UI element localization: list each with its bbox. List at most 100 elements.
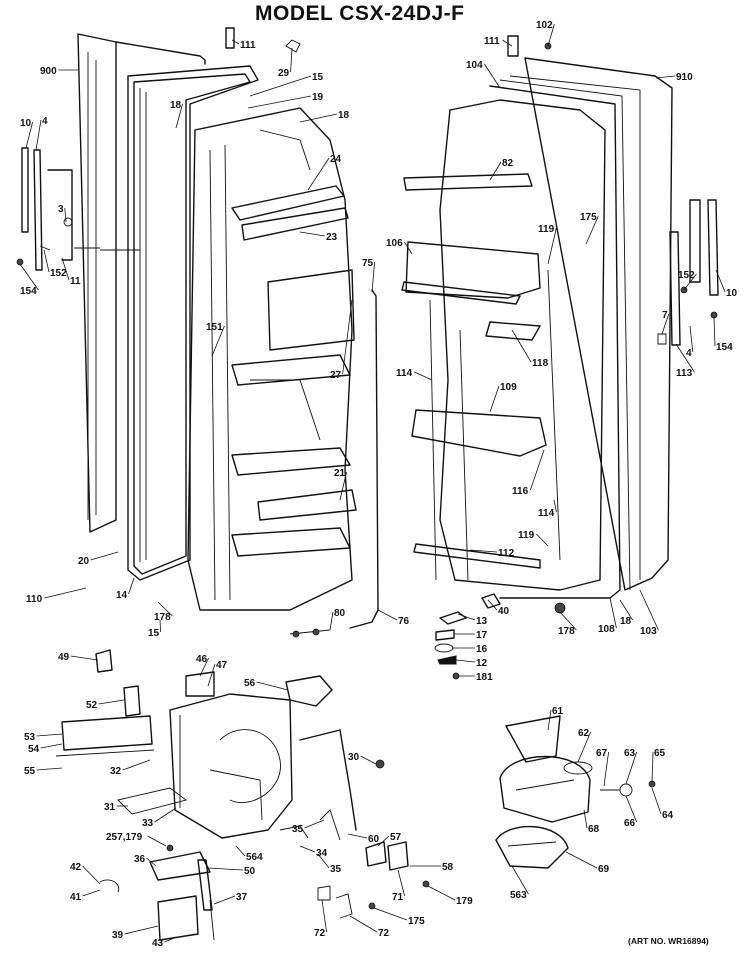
leader-line — [625, 751, 637, 785]
callout-116: 116 — [512, 486, 529, 497]
leader-line — [547, 227, 557, 265]
callout-17: 17 — [476, 630, 488, 641]
callout-72: 72 — [314, 928, 326, 939]
dispenser-housing — [55, 649, 385, 841]
freezer-door-liner — [187, 107, 357, 611]
callout-111: 111 — [484, 36, 500, 47]
callout-4: 4 — [42, 116, 48, 127]
leader-line — [159, 619, 161, 633]
callout-43: 43 — [152, 938, 164, 949]
callout-112: 112 — [498, 548, 515, 559]
leader-line — [339, 471, 347, 501]
callout-19: 19 — [312, 92, 324, 103]
leader-line — [713, 317, 716, 347]
leader-line — [553, 499, 557, 513]
leader-line — [675, 343, 695, 373]
leader-line — [377, 609, 398, 621]
leader-line — [25, 121, 33, 149]
callout-114: 114 — [538, 508, 555, 519]
leader-line — [397, 869, 405, 897]
leader-line — [603, 751, 609, 787]
case-liner-panel — [74, 33, 206, 533]
leader-line — [35, 119, 42, 151]
leader-line — [249, 75, 312, 97]
leader-line — [299, 113, 338, 123]
callout-16: 16 — [476, 644, 488, 655]
leader-line — [321, 899, 327, 933]
left-hinge-parts — [16, 147, 73, 271]
callout-53: 53 — [24, 732, 36, 743]
callout-154: 154 — [20, 286, 37, 297]
leader-line — [655, 75, 676, 79]
callout-39: 39 — [112, 930, 124, 941]
callout-54: 54 — [28, 744, 40, 755]
art-number: (ART NO. WR16894) — [628, 936, 709, 946]
leader-line — [484, 63, 501, 89]
callout-10: 10 — [726, 288, 738, 299]
leader-line — [661, 313, 670, 335]
callout-24: 24 — [330, 154, 342, 165]
callout-11: 11 — [70, 276, 81, 287]
callout-12: 12 — [476, 658, 488, 669]
callout-21: 21 — [334, 468, 346, 479]
callout-4: 4 — [686, 348, 692, 359]
callout-40: 40 — [498, 606, 510, 617]
callout-10: 10 — [20, 118, 32, 129]
callout-42: 42 — [70, 862, 82, 873]
leader-line — [199, 657, 209, 677]
leader-line — [530, 449, 545, 491]
fresh-food-door — [401, 57, 673, 599]
callout-63: 63 — [624, 748, 636, 759]
leader-line — [427, 885, 456, 901]
leader-line — [207, 663, 216, 687]
callout-57: 57 — [390, 832, 402, 843]
callout-82: 82 — [502, 158, 514, 169]
leader-line — [147, 835, 167, 847]
leader-line — [342, 299, 353, 375]
leader-line — [19, 263, 39, 291]
callout-66: 66 — [624, 818, 636, 829]
callout-118: 118 — [532, 358, 549, 369]
parts-artwork — [16, 27, 719, 941]
leader-line — [164, 937, 175, 943]
leader-line — [373, 907, 408, 921]
leader-line — [256, 681, 289, 691]
callout-178: 178 — [558, 626, 575, 637]
callout-80: 80 — [334, 608, 346, 619]
callout-50: 50 — [244, 866, 256, 877]
callout-564: 564 — [246, 852, 263, 863]
callout-62: 62 — [578, 728, 590, 739]
leader-line — [43, 249, 50, 273]
leader-line — [360, 755, 377, 765]
callout-56: 56 — [244, 678, 256, 689]
leader-line — [329, 611, 334, 631]
callout-113: 113 — [676, 368, 693, 379]
callout-152: 152 — [50, 268, 67, 279]
leader-line — [128, 577, 135, 595]
callout-151: 151 — [206, 322, 223, 333]
leader-line — [299, 231, 326, 237]
callout-37: 37 — [236, 892, 248, 903]
callout-67: 67 — [596, 748, 608, 759]
leader-line — [619, 599, 633, 621]
callout-20: 20 — [78, 556, 90, 567]
leader-line — [536, 533, 549, 547]
callout-119: 119 — [538, 224, 555, 235]
callout-33: 33 — [142, 818, 154, 829]
callout-23: 23 — [326, 232, 338, 243]
callout-55: 55 — [24, 766, 36, 777]
leader-line — [585, 215, 599, 245]
leader-line — [207, 867, 244, 871]
callout-46: 46 — [196, 654, 208, 665]
callout-36: 36 — [134, 854, 146, 865]
callout-15: 15 — [312, 72, 324, 83]
leader-line — [90, 551, 119, 561]
callout-910: 910 — [676, 72, 693, 83]
callout-563: 563 — [510, 890, 527, 901]
callout-102: 102 — [536, 20, 553, 31]
callout-30: 30 — [348, 752, 360, 763]
leader-line — [414, 371, 433, 381]
lower-right-parts — [317, 841, 430, 919]
